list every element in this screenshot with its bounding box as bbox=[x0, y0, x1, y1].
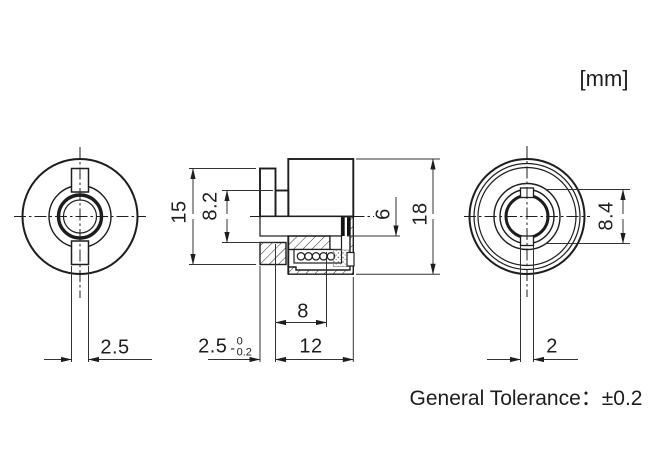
dim-flange-thickness-sep: - bbox=[230, 339, 236, 355]
bore-cavity bbox=[259, 215, 343, 237]
dim-lines-body-dia bbox=[356, 158, 440, 275]
flange-section bbox=[259, 241, 287, 266]
general-tolerance-note: General Tolerance：±0.2 bbox=[409, 387, 643, 410]
dim-boss-diameter: 8.2 bbox=[199, 191, 222, 221]
dim-recess-depth: 8 bbox=[297, 300, 309, 323]
dim-lines-bore-dia bbox=[347, 197, 400, 237]
side-section-view bbox=[250, 158, 374, 275]
dim-body-diameter: 18 bbox=[409, 202, 432, 226]
dimension-linework bbox=[44, 158, 630, 363]
body-upper bbox=[287, 158, 355, 218]
dim-left-tab-width: 2.5 bbox=[100, 336, 130, 359]
dim-lines-left-tab bbox=[44, 266, 152, 363]
dim-flange-thickness-value: 2.5 bbox=[198, 335, 228, 358]
boss-upper bbox=[274, 189, 290, 218]
tolerance-lower: 0.2 bbox=[236, 346, 252, 358]
dim-slot-width: 2 bbox=[546, 335, 558, 358]
dim-ring-diameter: 8.4 bbox=[595, 201, 618, 231]
rotor-step bbox=[329, 235, 343, 251]
tolerance-upper: 0 bbox=[236, 335, 243, 347]
unit-label: [mm] bbox=[579, 66, 629, 91]
seal-bar-right bbox=[347, 217, 351, 236]
seal-bar-left bbox=[341, 217, 345, 236]
dim-lines-ring-dia bbox=[545, 189, 630, 244]
dim-lines-slot-width bbox=[487, 246, 578, 363]
flange-upper bbox=[259, 167, 277, 218]
front-view-centerlines bbox=[14, 147, 146, 298]
rotor-section bbox=[287, 235, 331, 251]
dim-lines-flange-dia bbox=[189, 168, 256, 265]
rear-view-centerlines bbox=[464, 146, 590, 297]
dim-lines-boss-dia bbox=[222, 190, 275, 243]
dim-flange-diameter: 15 bbox=[168, 200, 191, 224]
dim-lines-recess-depth bbox=[275, 252, 327, 327]
dim-lines-flange-thickness bbox=[208, 244, 354, 363]
rear-view bbox=[464, 146, 590, 297]
front-view bbox=[14, 147, 146, 298]
seal-cap bbox=[346, 251, 355, 267]
dim-bore-diameter: 6 bbox=[372, 208, 395, 220]
dim-body-length: 12 bbox=[299, 335, 323, 358]
